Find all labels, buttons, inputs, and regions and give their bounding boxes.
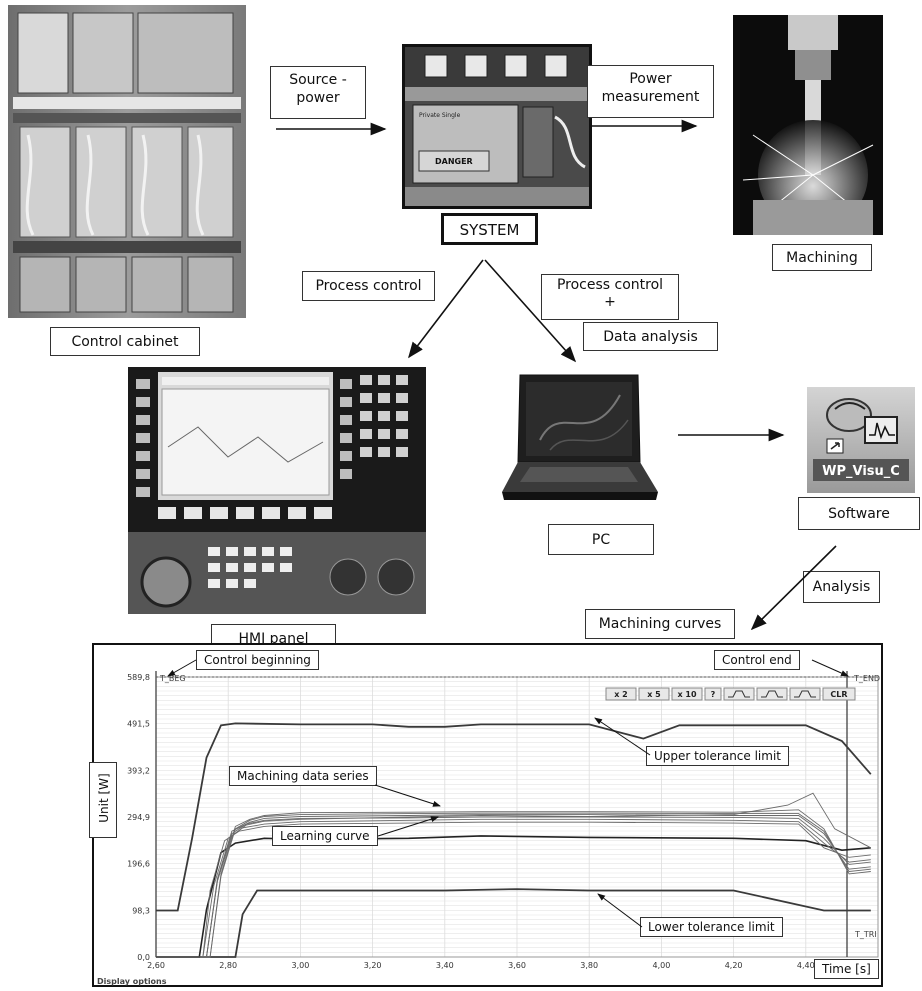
control-cabinet-photo bbox=[8, 5, 246, 318]
software-icon-label: WP_Visu_C bbox=[822, 464, 900, 479]
power-measurement-label: Power measurement bbox=[587, 65, 714, 118]
pc-label: PC bbox=[548, 524, 654, 555]
source-power-label: Source - power bbox=[270, 66, 366, 119]
learning-curve-annotation: Learning curve bbox=[272, 826, 378, 846]
software-icon: WP_Visu_C bbox=[807, 387, 915, 493]
process-control-left-label: Process control bbox=[302, 271, 435, 301]
data-analysis-label: Data analysis bbox=[583, 322, 718, 351]
machining-label: Machining bbox=[772, 244, 872, 271]
y-axis-label-text: Unit [W] bbox=[97, 773, 111, 823]
upper-tolerance-annotation: Upper tolerance limit bbox=[646, 746, 789, 766]
system-sticker-line2: DANGER bbox=[435, 157, 473, 166]
data-series-annotation: Machining data series bbox=[229, 766, 377, 786]
machining-photo bbox=[733, 15, 883, 235]
lower-tolerance-annotation: Lower tolerance limit bbox=[640, 917, 783, 937]
y-axis-label: Unit [W] bbox=[89, 762, 117, 838]
system-photo: Private Single DANGER bbox=[402, 44, 592, 209]
x-axis-label: Time [s] bbox=[814, 959, 879, 979]
machining-curves-label: Machining curves bbox=[585, 609, 735, 639]
software-label: Software bbox=[798, 497, 920, 530]
system-label: SYSTEM bbox=[441, 213, 538, 245]
process-control-right-label: Process control + bbox=[541, 274, 679, 320]
hmi-panel-photo bbox=[128, 367, 426, 614]
control-end-annotation: Control end bbox=[714, 650, 800, 670]
control-cabinet-label: Control cabinet bbox=[50, 327, 200, 356]
analysis-label: Analysis bbox=[803, 571, 880, 603]
system-sticker-line1: Private Single bbox=[419, 112, 461, 119]
pc-laptop-photo bbox=[500, 370, 660, 505]
control-beginning-annotation: Control beginning bbox=[196, 650, 319, 670]
